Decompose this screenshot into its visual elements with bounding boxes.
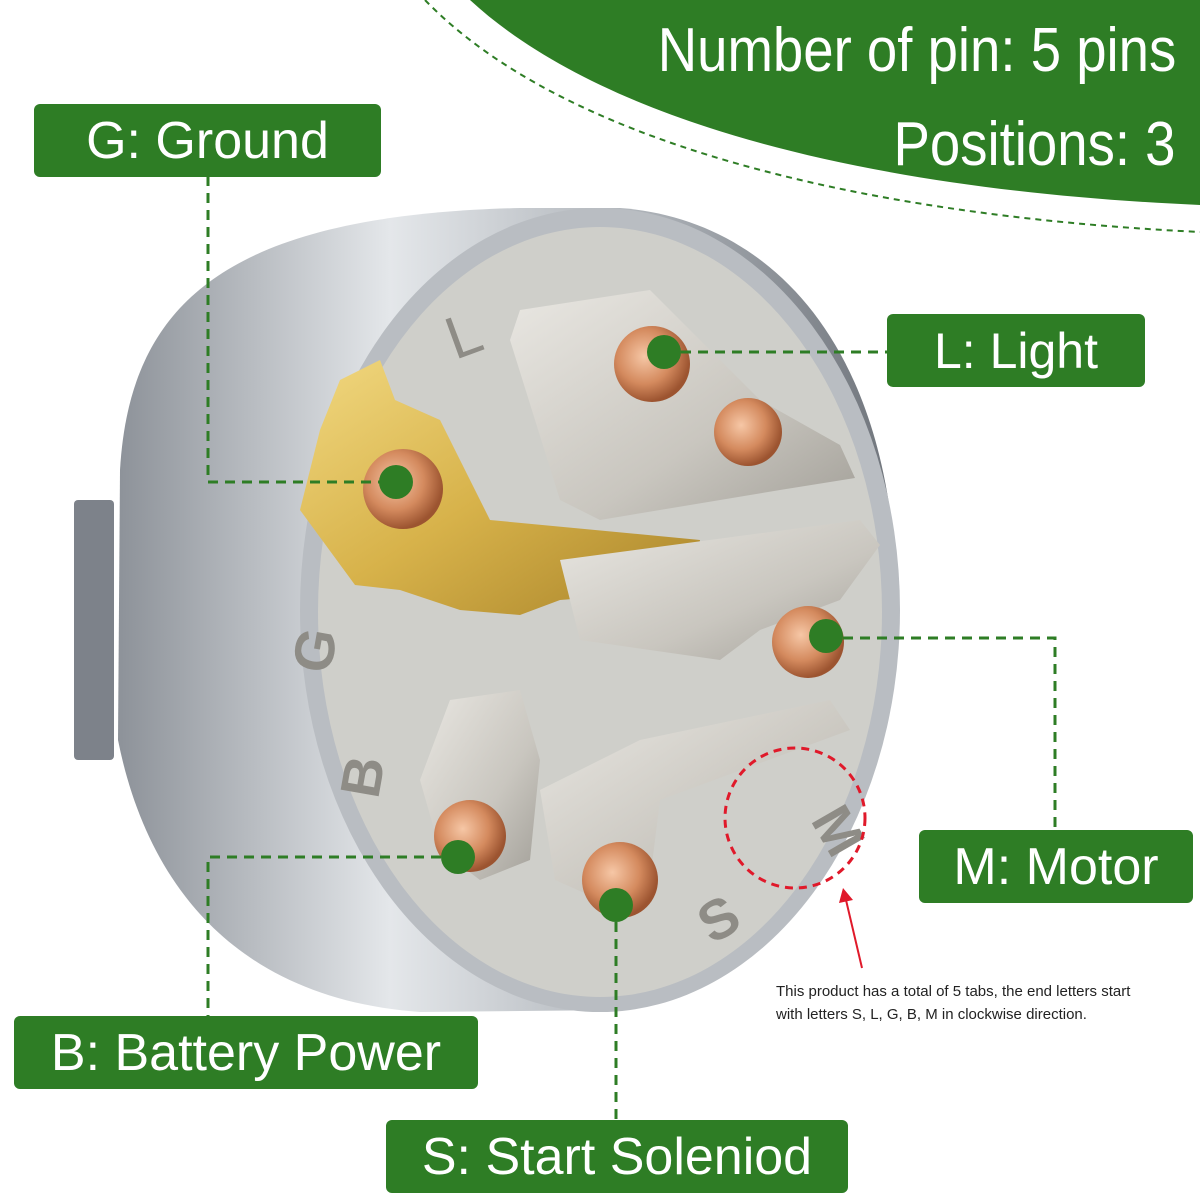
pin-count-spec: Number of pin: 5 pins <box>657 16 1176 85</box>
m-highlight-arrow <box>845 899 863 969</box>
pin-marker-light <box>647 335 681 369</box>
tab-order-note: This product has a total of 5 tabs, the … <box>776 980 1196 1027</box>
corner-banner <box>470 0 1200 205</box>
tab-order-note-line-2: with letters S, L, G, B, M in clockwise … <box>776 1006 1087 1024</box>
leader-ground <box>206 176 396 484</box>
corner-banner-dashed-border <box>424 0 1200 233</box>
label-motor: M: Motor <box>919 830 1193 903</box>
rivet-extra <box>714 398 782 466</box>
positions-spec: Positions: 3 <box>893 110 1176 179</box>
label-battery: B: Battery Power <box>14 1016 478 1089</box>
leader-motor <box>826 636 1057 830</box>
ground-terminal-plate <box>300 360 700 615</box>
pin-marker-battery <box>441 840 475 874</box>
m-highlight-circle <box>723 746 867 890</box>
tab-order-note-line-1: This product has a total of 5 tabs, the … <box>776 983 1131 1000</box>
motor-terminal-plate <box>560 520 880 660</box>
label-ground: G: Ground <box>34 104 381 177</box>
light-terminal-plate <box>510 290 855 520</box>
housing-side-tab <box>74 500 114 760</box>
pin-marker-motor <box>809 619 843 653</box>
pin-marker-start <box>599 888 633 922</box>
m-highlight-arrowhead <box>839 888 853 903</box>
label-light: L: Light <box>887 314 1145 387</box>
embossed-letter-g: G <box>280 623 350 677</box>
label-start: S: Start Soleniod <box>386 1120 848 1193</box>
pin-marker-ground <box>379 465 413 499</box>
